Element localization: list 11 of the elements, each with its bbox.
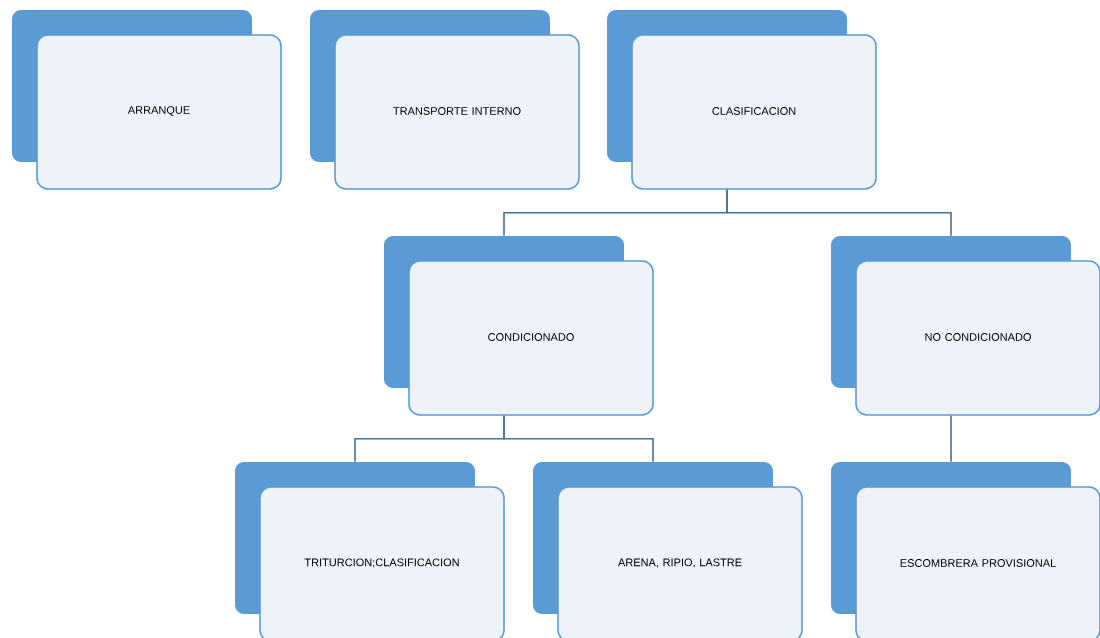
process-box: CLASIFICACION — [607, 10, 877, 190]
process-box: TRANSPORTE INTERNO — [310, 10, 580, 190]
connector-line — [726, 189, 952, 237]
process-box: ESCOMBRERA PROVISIONAL — [831, 462, 1100, 638]
process-box: CONDICIONADO — [384, 236, 654, 416]
process-box: ARRANQUE — [12, 10, 282, 190]
process-box: NO CONDICIONADO — [831, 236, 1100, 416]
connector-line — [950, 415, 952, 463]
process-box: ARENA, RIPIO, LASTRE — [533, 462, 803, 638]
connector-line — [503, 415, 654, 463]
process-box: TRITURCION;CLASIFICACION — [235, 462, 505, 638]
